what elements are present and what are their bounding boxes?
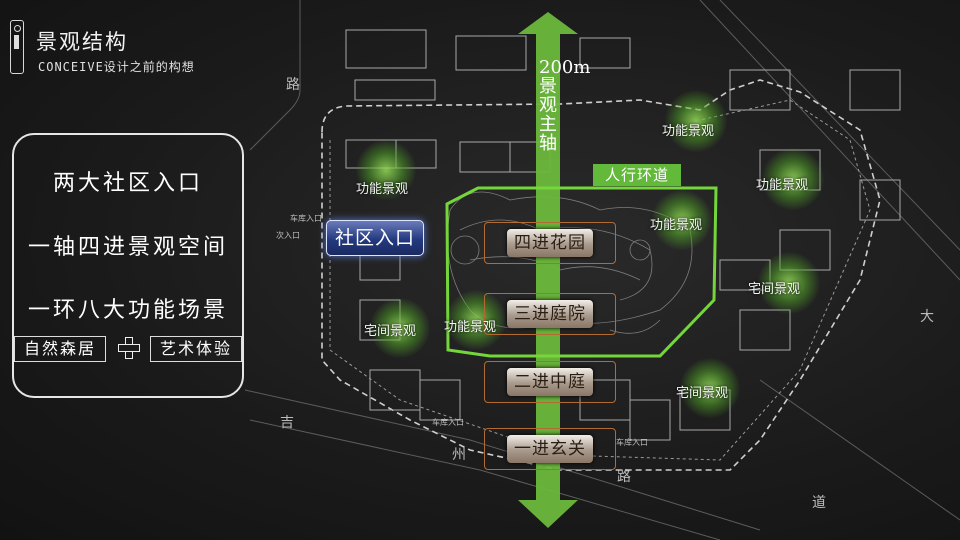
plan-annotation: 次入口	[276, 231, 300, 240]
road-char: 州	[452, 447, 466, 463]
plan-annotation: 车库入口	[616, 438, 648, 447]
plan-annotation: 车库入口	[290, 214, 322, 223]
summary-line: 一环八大功能场景	[27, 298, 228, 323]
zone-label: 功能景观	[662, 124, 715, 139]
road-char: 路	[617, 469, 631, 485]
zone-label: 功能景观	[444, 320, 497, 335]
ring-label: 人行环道	[593, 164, 681, 186]
zone-glow	[446, 290, 506, 350]
summary-line: 一轴四进景观空间	[27, 235, 228, 260]
node-first-foyer: 一进玄关	[507, 435, 593, 463]
zone-label: 宅间景观	[748, 282, 801, 297]
axis-label: 200m景观主轴	[539, 57, 591, 154]
road-char: 路	[286, 77, 300, 93]
zone-glow	[680, 358, 740, 418]
node-frame	[484, 428, 616, 470]
summary-panel: 两大社区入口 一轴四进景观空间 一环八大功能场景	[12, 133, 244, 398]
tag-nature: 自然森居	[14, 336, 106, 362]
node-frame	[484, 293, 616, 335]
zone-glow	[665, 90, 727, 152]
plus-icon	[118, 337, 140, 359]
zone-glow	[652, 190, 712, 250]
zone-label: 功能景观	[356, 182, 409, 197]
community-entrance-label: 社区入口	[326, 220, 424, 256]
summary-line: 两大社区入口	[52, 171, 203, 196]
node-third-courtyard: 三进庭院	[507, 300, 593, 328]
zone-label: 宅间景观	[364, 324, 417, 339]
zone-label: 功能景观	[756, 178, 809, 193]
tag-art: 艺术体验	[150, 336, 242, 362]
node-fourth-garden: 四进花园	[507, 229, 593, 257]
zone-glow	[370, 298, 430, 358]
node-second-atrium: 二进中庭	[507, 368, 593, 396]
road-char: 吉	[280, 415, 294, 431]
page-subtitle: CONCEIVE设计之前的构想	[38, 60, 195, 74]
page-title: 景观结构	[36, 30, 128, 54]
zone-glow	[356, 140, 416, 200]
road-char: 道	[812, 495, 826, 511]
zone-label: 宅间景观	[676, 386, 729, 401]
plan-annotation: 车库入口	[432, 418, 464, 427]
zone-glow	[758, 252, 820, 314]
road-char: 大	[920, 309, 934, 325]
node-frame	[484, 222, 616, 264]
node-frame	[484, 361, 616, 403]
zone-label: 功能景观	[650, 218, 703, 233]
zone-glow	[762, 148, 824, 210]
brand-logo-icon	[10, 20, 24, 74]
